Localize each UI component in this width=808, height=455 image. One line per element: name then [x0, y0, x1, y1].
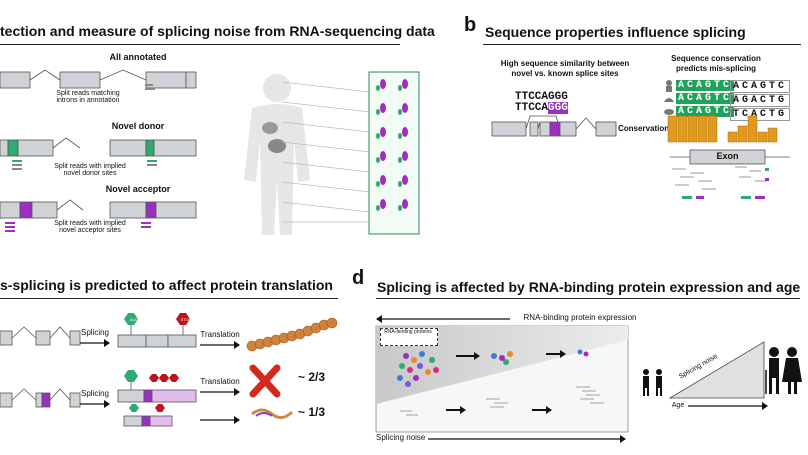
- splicing-label-bottom: Splicing: [80, 389, 109, 398]
- short-protein-icon: [251, 408, 294, 419]
- conservation-title-1: Sequence conservation: [671, 54, 761, 63]
- panel-a-rule: [0, 44, 400, 45]
- sequence-novel-prefix: TTCCA: [515, 102, 549, 114]
- exon-box: [670, 149, 790, 165]
- stop-codon-label: STOP: [180, 317, 192, 322]
- fraction-top: ~ 2/3: [298, 370, 326, 384]
- start-codon-label: AUG: [129, 317, 139, 322]
- splicing-arrow-bottom-icon: [80, 400, 110, 408]
- rbp-legend-box: [380, 328, 438, 346]
- mrna-top: [117, 313, 197, 348]
- mrna-bottom: [117, 370, 197, 427]
- row-all-annotated-caption-1: Split reads matching: [56, 90, 120, 97]
- conservation-row: AGACTG: [730, 94, 791, 107]
- panel-d-letter: d: [352, 267, 365, 289]
- conservation-grid-left: ACAGTC ACAGTC ACAGTC: [676, 80, 735, 117]
- panel-d-title: Splicing is affected by RNA-binding prot…: [377, 279, 801, 295]
- panel-c-gene-model-bottom: [0, 388, 81, 408]
- rbp-box-label: RNA-binding proteins: [384, 329, 432, 335]
- age-axis-arrow-icon: [688, 402, 768, 410]
- fraction-bottom: ~ 1/3: [298, 405, 326, 419]
- rbp-noise-panel: [375, 325, 629, 433]
- conservation-grid-right: ACAGTC AGACTG TCACTG: [730, 80, 791, 121]
- young-people-icon: [643, 369, 662, 396]
- panel-c-gene-model-top: [0, 326, 81, 346]
- conservation-row: ACAGTC: [676, 93, 735, 104]
- tissue-grid: [368, 71, 420, 235]
- translation-arrow-bottom-icon: [200, 416, 240, 424]
- conservation-row: TCACTG: [730, 108, 791, 121]
- row-novel-donor-caption-2: novel donor sites: [63, 170, 117, 177]
- elderly-people-icon: [765, 347, 802, 394]
- conservation-title-2: predicts mis-splicing: [675, 64, 757, 73]
- sequence-novel-highlight: GGG: [548, 102, 568, 114]
- row-novel-donor-caption-1: Split reads with implied: [54, 163, 126, 170]
- rbp-axis-label: RNA-binding protein expression: [523, 313, 637, 322]
- translation-label-bottom: Translation: [200, 377, 240, 386]
- panel-b-gene-model: [491, 115, 617, 137]
- read-pileup-right: [735, 166, 769, 199]
- row-novel-acceptor-heading: Novel acceptor: [105, 184, 171, 194]
- panel-c-title: s-splicing is predicted to affect protei…: [0, 277, 333, 293]
- row-novel-donor-heading: Novel donor: [111, 121, 165, 131]
- sequence-novel: TTCCAGGG: [515, 102, 568, 114]
- rbp-axis-arrow-icon: [376, 315, 510, 323]
- splicing-arrow-top-icon: [80, 339, 110, 347]
- similarity-label-2: novel vs. known splice sites: [511, 69, 619, 78]
- age-noise-wedge: [668, 341, 765, 399]
- conservation-row: ACAGTC: [676, 80, 735, 91]
- similarity-label-1: High sequence similarity between: [500, 59, 630, 68]
- tissue-connector-lines: [281, 81, 371, 223]
- splicing-noise-axis-label: Splicing noise: [376, 433, 426, 442]
- conservation-axis-label: Conservation: [618, 124, 670, 133]
- panel-b-title: Sequence properties influence splicing: [485, 24, 746, 40]
- row-novel-acceptor-caption-2: novel acceptor sites: [59, 227, 121, 234]
- translation-arrow-top-icon: [200, 341, 240, 349]
- gene-model-all-annotated: [0, 69, 197, 90]
- panel-c-rule: [0, 298, 338, 299]
- translation-arrow-middle-icon: [200, 388, 240, 396]
- row-novel-acceptor-caption-1: Split reads with implied: [54, 220, 126, 227]
- panel-a-title: tection and measure of splicing noise fr…: [0, 23, 435, 39]
- panel-a-gene-models: [0, 69, 197, 232]
- panel-b-rule: [483, 44, 801, 45]
- translation-label-top: Translation: [200, 330, 240, 339]
- splicing-label-top: Splicing: [80, 328, 109, 337]
- row-all-annotated-caption-2: introns in annotation: [56, 97, 120, 104]
- panel-b-letter: b: [464, 14, 477, 36]
- nonsense-x-icon: [249, 364, 281, 398]
- sequence-known: TTCCAGGG: [515, 91, 568, 103]
- conservation-row: ACAGTC: [730, 80, 791, 93]
- human-silhouette-icon: [244, 74, 310, 235]
- gene-model-novel-donor: [0, 137, 197, 170]
- splicing-noise-axis-arrow-icon: [428, 435, 626, 443]
- conservation-bars: [667, 115, 778, 143]
- species-icons: [664, 80, 674, 115]
- panel-d-rule: [376, 298, 800, 299]
- conservation-row: ACAGTC: [676, 106, 735, 117]
- gene-model-novel-acceptor: [0, 199, 197, 232]
- read-pileup-left: [672, 168, 716, 199]
- protein-chain-icon: [246, 317, 338, 352]
- age-label: Age: [671, 402, 685, 409]
- row-all-annotated-heading: All annotated: [109, 52, 167, 62]
- exon-label: Exon: [716, 151, 739, 161]
